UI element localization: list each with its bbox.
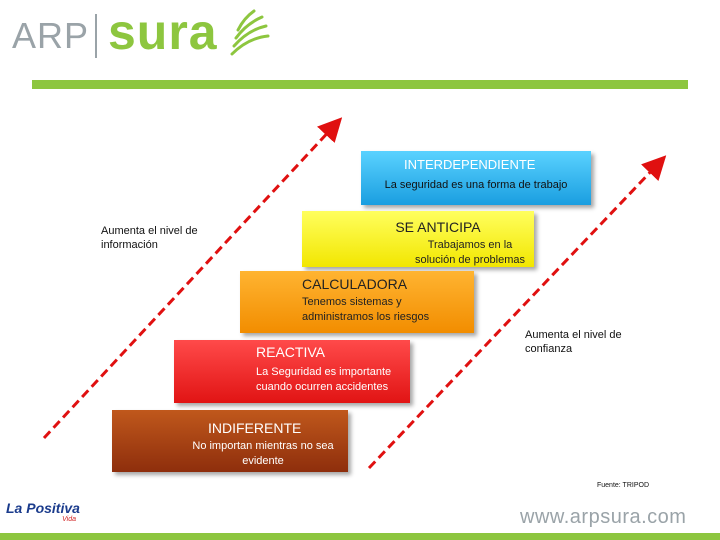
footer-bar [0,533,720,540]
level-subtitle: Tenemos sistemas y administramos los rie… [302,296,430,323]
level-title: SE ANTICIPA [395,219,481,235]
logo-separator [95,14,97,58]
partner-logo: La Positiva Vida [6,500,80,523]
level-reactiva: REACTIVA La Seguridad es importante cuan… [174,340,410,403]
website-url[interactable]: www.arpsura.com [520,506,687,528]
level-se-anticipa: SE ANTICIPA Trabajamos en la solución de… [302,211,534,267]
information-note: Aumenta el nivel de información [101,225,198,251]
level-subtitle: No importan mientras no sea evidente [192,440,334,467]
level-title: INDIFERENTE [208,420,302,436]
sura-wing-icon [230,9,270,56]
logo-arp-text: ARP [12,15,90,56]
level-subtitle: Trabajamos en la solución de problemas [414,239,526,266]
level-title: CALCULADORA [302,276,408,292]
level-calculadora: CALCULADORA Tenemos sistemas y administr… [240,271,474,333]
information-arrow [42,117,343,440]
partner-sub: Vida [62,516,76,523]
partner-name: La Positiva [6,500,80,516]
level-indiferente: INDIFERENTE No importan mientras no sea … [112,410,348,472]
source-credit: Fuente: TRIPOD [597,482,650,489]
level-title: REACTIVA [256,344,325,360]
level-subtitle: La Seguridad es importante cuando ocurre… [256,366,392,393]
logo-sura-text: sura [108,4,218,60]
level-title: INTERDEPENDIENTE [404,157,536,172]
level-interdependiente: INTERDEPENDIENTE La seguridad es una for… [361,151,591,205]
header-divider-bar [32,80,688,89]
level-subtitle: La seguridad es una forma de trabajo [384,179,568,191]
confidence-note: Aumenta el nivel de confianza [525,329,622,355]
